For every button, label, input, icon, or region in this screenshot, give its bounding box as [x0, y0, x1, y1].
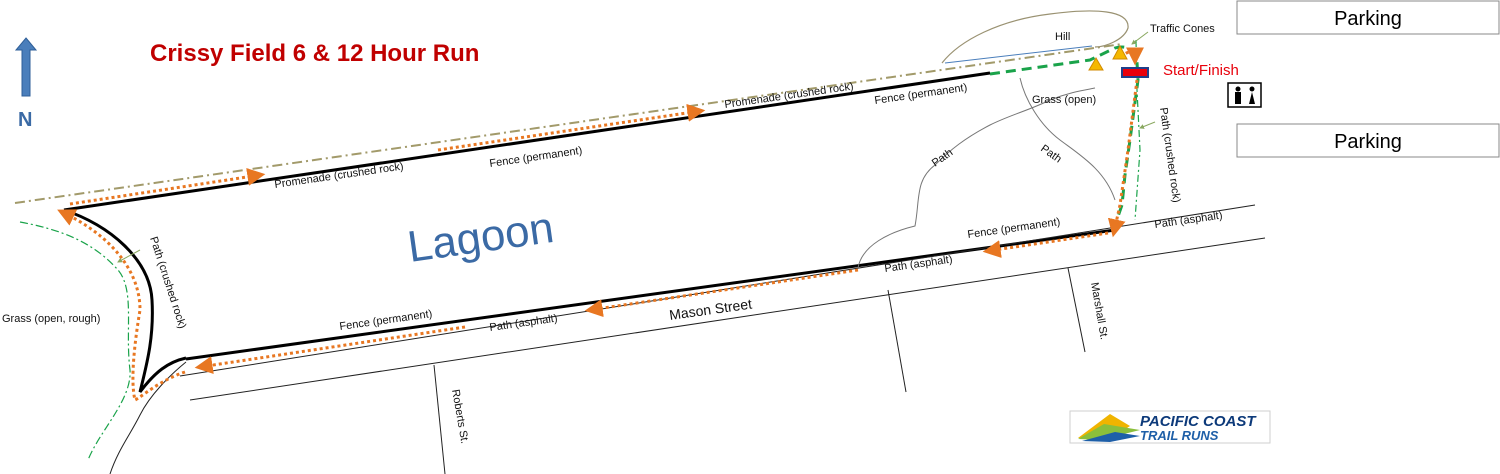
parking-box-east	[1236, 123, 1500, 158]
hill-edge-line	[944, 45, 1093, 64]
west-road-edge	[109, 361, 187, 474]
logo-wave-icon	[1078, 424, 1140, 440]
course-arrow-south-3	[194, 325, 466, 375]
restroom-icon	[1227, 82, 1262, 108]
traffic-cone-icon	[1112, 44, 1128, 60]
fence-north-label-2: Fence (permanent)	[874, 82, 968, 107]
roberts-street-line	[433, 364, 446, 474]
course-arrows	[57, 47, 1144, 403]
course-arrow-north-2	[437, 103, 706, 152]
path-east-pointer	[1139, 121, 1156, 129]
hill-label: Hill	[1055, 31, 1070, 43]
path-west-pointer	[117, 249, 141, 263]
marshall-street-line	[1067, 267, 1086, 353]
traffic-cones-pointer	[1131, 31, 1149, 45]
start-finish-label: Start/Finish	[1163, 62, 1239, 79]
north-arrow-icon	[14, 37, 38, 97]
path-east-label: Path (crushed rock)	[1157, 107, 1182, 204]
mason-street-line-north	[179, 204, 1256, 377]
path-asphalt-label-3: Path (asphalt)	[1154, 210, 1223, 231]
path-interior-west	[857, 87, 1096, 269]
course-arrow-south-1	[982, 231, 1109, 259]
pacific-coast-logo: PACIFIC COAST TRAIL RUNS	[1069, 410, 1271, 444]
grass-open-label: Grass (open)	[1032, 94, 1096, 106]
parking-label-north: Parking	[1334, 8, 1402, 30]
traffic-cones-label: Traffic Cones	[1150, 23, 1215, 35]
fence-north-label-1: Fence (permanent)	[489, 145, 583, 170]
map-title: Crissy Field 6 & 12 Hour Run	[150, 40, 479, 67]
promenade-label-1: Promenade (crushed rock)	[274, 161, 405, 191]
logo-line-2: TRAIL RUNS	[1140, 428, 1219, 443]
traffic-cone-icon	[1088, 57, 1104, 71]
parking-box-north	[1236, 0, 1500, 35]
course-arrow-east-south	[1107, 79, 1139, 238]
green-edge-line	[989, 45, 1140, 226]
course-arrow-north-1	[69, 168, 266, 206]
north-label: N	[18, 109, 32, 131]
cross-street-line	[887, 289, 907, 393]
marshall-street-label: Marshall St.	[1088, 281, 1110, 340]
course-arrow-west-up	[57, 209, 186, 403]
logo-line-1: PACIFIC COAST	[1140, 413, 1257, 430]
fence-south-label-2: Fence (permanent)	[967, 216, 1061, 241]
path-label-2: Path	[1038, 143, 1063, 166]
fence-west-curve	[63, 208, 187, 393]
mason-street-line-south	[189, 237, 1266, 401]
mason-street-label: Mason Street	[668, 296, 753, 323]
start-finish-marker	[1121, 67, 1149, 78]
hill-outline	[941, 10, 1129, 64]
path-interior-east	[1019, 77, 1116, 201]
parking-label-east: Parking	[1334, 131, 1402, 153]
fence-north	[63, 71, 991, 212]
roberts-street-label: Roberts St.	[449, 388, 470, 444]
grass-rough-label: Grass (open, rough)	[2, 313, 100, 325]
lagoon-label: Lagoon	[405, 203, 557, 272]
promenade-line	[14, 43, 1123, 204]
west-grass-edge	[19, 221, 131, 461]
fence-south-label-1: Fence (permanent)	[339, 308, 433, 333]
